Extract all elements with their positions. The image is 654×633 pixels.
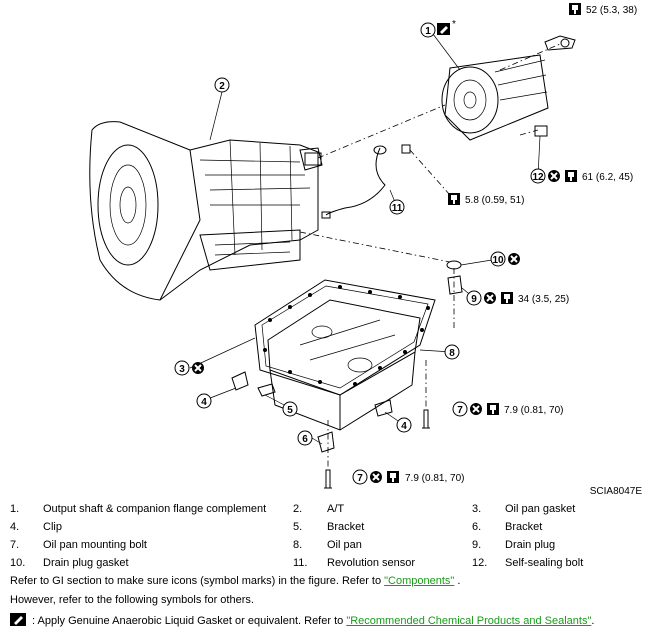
legend-number: 6. <box>472 521 482 533</box>
revolution-sensor-drawing <box>321 144 411 219</box>
pan-bolt-drawing <box>324 469 332 489</box>
do-not-reuse-icon <box>369 470 383 484</box>
legend-row: 4. Clip 5. Bracket 6. Bracket <box>10 521 644 539</box>
legend-number: 2. <box>293 503 303 515</box>
svg-text:10: 10 <box>492 255 504 266</box>
legend-number: 1. <box>10 503 20 515</box>
svg-text:8: 8 <box>449 348 455 359</box>
liquid-gasket-icon <box>437 23 450 35</box>
legend-number: 7. <box>10 539 20 551</box>
note-line-3: : Apply Genuine Anaerobic Liquid Gasket … <box>10 613 594 627</box>
legend-number: 11. <box>293 557 308 569</box>
legend-part-name: Bracket <box>505 521 543 533</box>
legend-row: 7. Oil pan mounting bolt 8. Oil pan 9. Drain … <box>10 539 644 557</box>
svg-text:5: 5 <box>287 405 293 416</box>
legend-row: 1. Output shaft & companion flange comple… <box>10 503 644 521</box>
legend-number: 9. <box>472 539 482 551</box>
svg-text:4: 4 <box>201 397 207 408</box>
svg-text:11: 11 <box>392 203 403 214</box>
legend-part-name: Drain plug <box>505 539 556 551</box>
do-not-reuse-icon <box>483 291 497 305</box>
callout-5: 5 <box>282 401 298 417</box>
svg-text:34 (3.5, 25): 34 (3.5, 25) <box>518 294 569 305</box>
svg-text:7: 7 <box>457 405 463 416</box>
svg-text:5.8 (0.59, 51): 5.8 (0.59, 51) <box>465 195 524 206</box>
svg-text:6: 6 <box>302 434 308 445</box>
exploded-view-diagram: 1 * 2 3 4 4 5 6 7 7.9 (0.81, 70) 7 7.9 <box>89 3 643 497</box>
do-not-reuse-icon <box>547 169 561 183</box>
legend-part-name: Oil pan <box>327 539 362 551</box>
legend-part-name: Drain plug gasket <box>43 557 129 569</box>
figure-code: SCIA8047E <box>590 486 643 497</box>
callout-3: 3 <box>174 360 205 376</box>
wrench-torque-icon <box>387 471 399 483</box>
callout-11: 11 <box>389 199 405 215</box>
legend-number: 3. <box>472 503 482 515</box>
svg-text:7.9 (0.81, 70): 7.9 (0.81, 70) <box>504 405 563 416</box>
pan-bolt-drawing <box>422 409 430 429</box>
legend-part-name: Oil pan gasket <box>505 503 576 515</box>
callout-4: 4 <box>396 417 412 433</box>
svg-text:3: 3 <box>179 364 185 375</box>
output-flange-drawing <box>441 35 576 141</box>
callout-7: 7 7.9 (0.81, 70) <box>352 469 464 485</box>
legend-part-name: Self-sealing bolt <box>505 557 584 569</box>
callout-10: 10 <box>490 251 521 267</box>
callout-9: 9 34 (3.5, 25) <box>466 290 569 306</box>
svg-text:9: 9 <box>471 294 477 305</box>
callout-4: 4 <box>196 393 212 409</box>
callout-6: 6 <box>297 430 313 446</box>
legend-part-name: Revolution sensor <box>327 557 416 569</box>
legend-part-name: Oil pan mounting bolt <box>43 539 147 551</box>
svg-text:*: * <box>452 19 456 30</box>
legend-part-name: Bracket <box>327 521 365 533</box>
svg-text:4: 4 <box>401 421 407 432</box>
note-line-2: However, refer to the following symbols … <box>10 594 254 606</box>
svg-text:1: 1 <box>425 26 431 37</box>
legend-number: 10. <box>10 557 26 569</box>
svg-text:52 (5.3, 38): 52 (5.3, 38) <box>586 5 637 16</box>
note-line-1: Refer to GI section to make sure icons (… <box>10 575 461 587</box>
drain-plug-drawing <box>447 275 463 295</box>
svg-text:2: 2 <box>219 81 225 92</box>
legend-part-name: Clip <box>43 521 62 533</box>
legend-row: 10. Drain plug gasket 11. Revolution sensor… <box>10 557 644 575</box>
wrench-torque-icon <box>448 193 460 205</box>
bracket-drawings <box>231 371 393 453</box>
wrench-torque-icon <box>569 3 581 15</box>
callout-1: 1 * <box>420 19 456 38</box>
parts-legend: 1. Output shaft & companion flange comple… <box>10 503 644 575</box>
wrench-torque-icon <box>565 170 577 182</box>
wrench-torque-icon <box>487 403 499 415</box>
callout-8: 8 <box>444 344 460 360</box>
svg-text:61 (6.2, 45): 61 (6.2, 45) <box>582 172 633 183</box>
callout-7: 7 7.9 (0.81, 70) <box>452 401 563 417</box>
chemical-products-link[interactable]: "Recommended Chemical Products and Seala… <box>346 615 592 627</box>
svg-text:7: 7 <box>357 473 363 484</box>
legend-number: 5. <box>293 521 303 533</box>
transmission-drawing <box>89 121 323 301</box>
liquid-gasket-icon <box>10 613 26 626</box>
do-not-reuse-icon <box>191 361 205 375</box>
torque-top-right: 52 (5.3, 38) <box>569 3 637 16</box>
do-not-reuse-icon <box>469 402 483 416</box>
wrench-torque-icon <box>501 292 513 304</box>
oil-pan-drawing <box>254 279 436 431</box>
torque-sensor-bolt: 5.8 (0.59, 51) <box>448 193 524 206</box>
legend-part-name: Output shaft & companion flange compleme… <box>43 503 267 515</box>
do-not-reuse-icon <box>507 252 521 266</box>
legend-number: 4. <box>10 521 20 533</box>
callout-12: 12 61 (6.2, 45) <box>530 168 633 184</box>
components-link[interactable]: "Components" <box>384 575 455 587</box>
svg-text:12: 12 <box>532 172 544 183</box>
drain-plug-gasket-drawing <box>446 260 462 270</box>
legend-part-name: A/T <box>327 503 345 515</box>
legend-number: 12. <box>472 557 488 569</box>
callout-2: 2 <box>214 77 230 93</box>
legend-number: 8. <box>293 539 303 551</box>
svg-text:7.9 (0.81, 70): 7.9 (0.81, 70) <box>405 473 464 484</box>
